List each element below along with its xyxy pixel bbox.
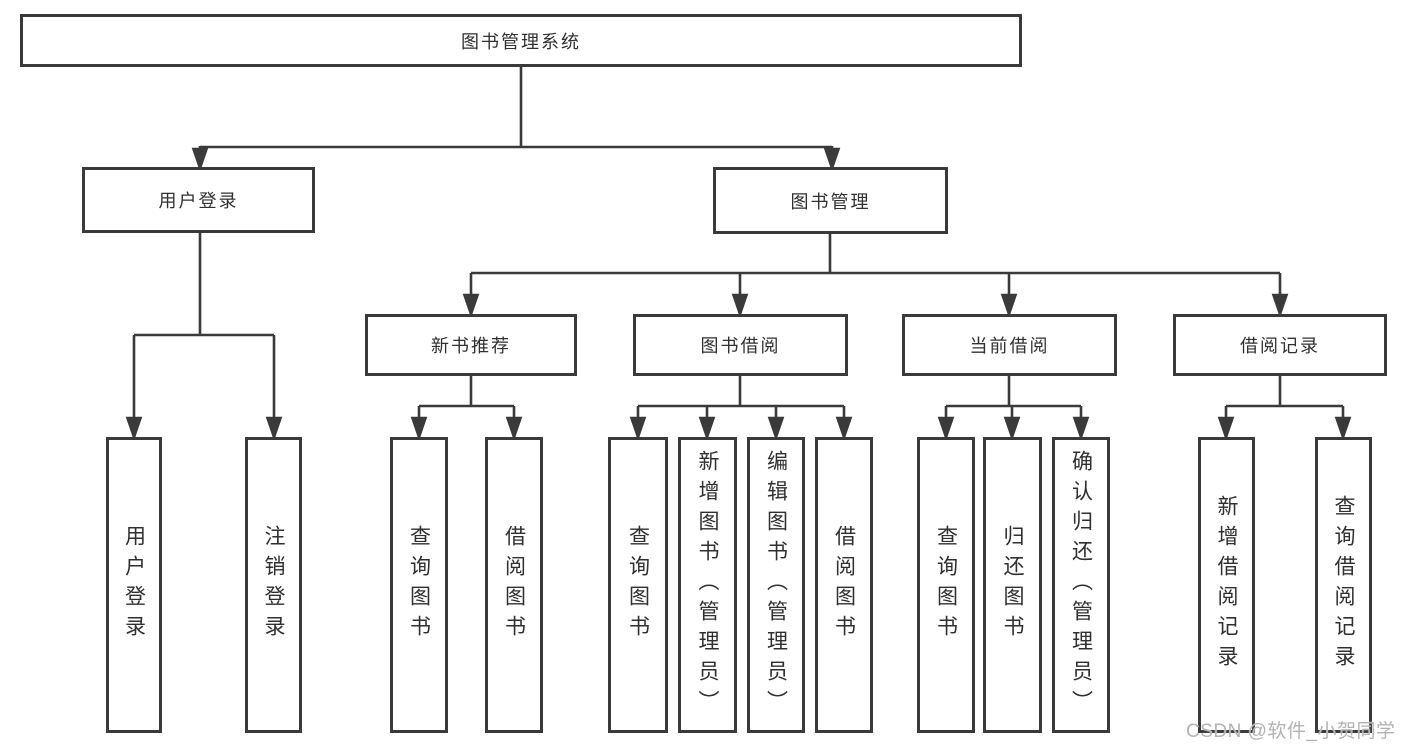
arrowhead-icon <box>1000 293 1018 319</box>
arrowhead-icon <box>1271 293 1289 319</box>
leaf-query-books-recommend: 查询图书 <box>390 437 448 733</box>
node-current-borrow: 当前借阅 <box>902 314 1117 376</box>
arrowhead-icon <box>462 293 480 319</box>
edge-book-management-children <box>462 233 1289 319</box>
leaf-borrow-books: 借阅图书 <box>815 437 873 733</box>
node-root-library-system: 图书管理系统 <box>20 14 1022 67</box>
edge-book-borrow-children <box>629 376 853 442</box>
leaf-confirm-return-admin: 确认归还（管理员） <box>1052 437 1110 733</box>
node-user-login: 用户登录 <box>82 167 315 233</box>
leaf-query-books-borrow: 查询图书 <box>608 437 668 733</box>
leaf-query-books-current: 查询图书 <box>917 437 975 733</box>
arrowhead-icon <box>823 147 841 173</box>
csdn-watermark: CSDN @软件_小贺同学 <box>1186 721 1396 742</box>
edge-root-to-level2 <box>191 67 841 173</box>
arrowhead-icon <box>410 416 428 442</box>
node-book-management: 图书管理 <box>713 167 948 234</box>
edge-user-login-children <box>125 232 283 442</box>
edge-new-book-recommend-children <box>410 376 523 442</box>
arrowhead-icon <box>1072 416 1090 442</box>
leaf-add-borrow-record: 新增借阅记录 <box>1198 437 1255 733</box>
leaf-query-borrow-record: 查询借阅记录 <box>1315 437 1372 733</box>
node-book-borrow: 图书借阅 <box>633 314 848 376</box>
arrowhead-icon <box>731 293 749 319</box>
leaf-logout: 注销登录 <box>245 437 302 733</box>
arrowhead-icon <box>265 416 283 442</box>
leaf-user-login: 用户登录 <box>106 437 162 733</box>
arrowhead-icon <box>191 147 209 173</box>
arrowhead-icon <box>1003 416 1021 442</box>
edge-borrow-records-children <box>1217 376 1352 442</box>
arrowhead-icon <box>505 416 523 442</box>
edge-current-borrow-children <box>937 376 1090 442</box>
arrowhead-icon <box>1217 416 1235 442</box>
leaf-edit-books-admin: 编辑图书（管理员） <box>747 437 805 733</box>
node-new-book-recommend: 新书推荐 <box>365 314 577 376</box>
arrowhead-icon <box>937 416 955 442</box>
leaf-add-books-admin: 新增图书（管理员） <box>678 437 737 733</box>
arrowhead-icon <box>767 416 785 442</box>
arrowhead-icon <box>698 416 716 442</box>
leaf-return-books: 归还图书 <box>983 437 1042 733</box>
node-borrow-records: 借阅记录 <box>1173 314 1387 376</box>
arrowhead-icon <box>629 416 647 442</box>
arrowhead-icon <box>125 416 143 442</box>
arrowhead-icon <box>835 416 853 442</box>
arrowhead-icon <box>1334 416 1352 442</box>
leaf-borrow-books-recommend: 借阅图书 <box>485 437 543 733</box>
